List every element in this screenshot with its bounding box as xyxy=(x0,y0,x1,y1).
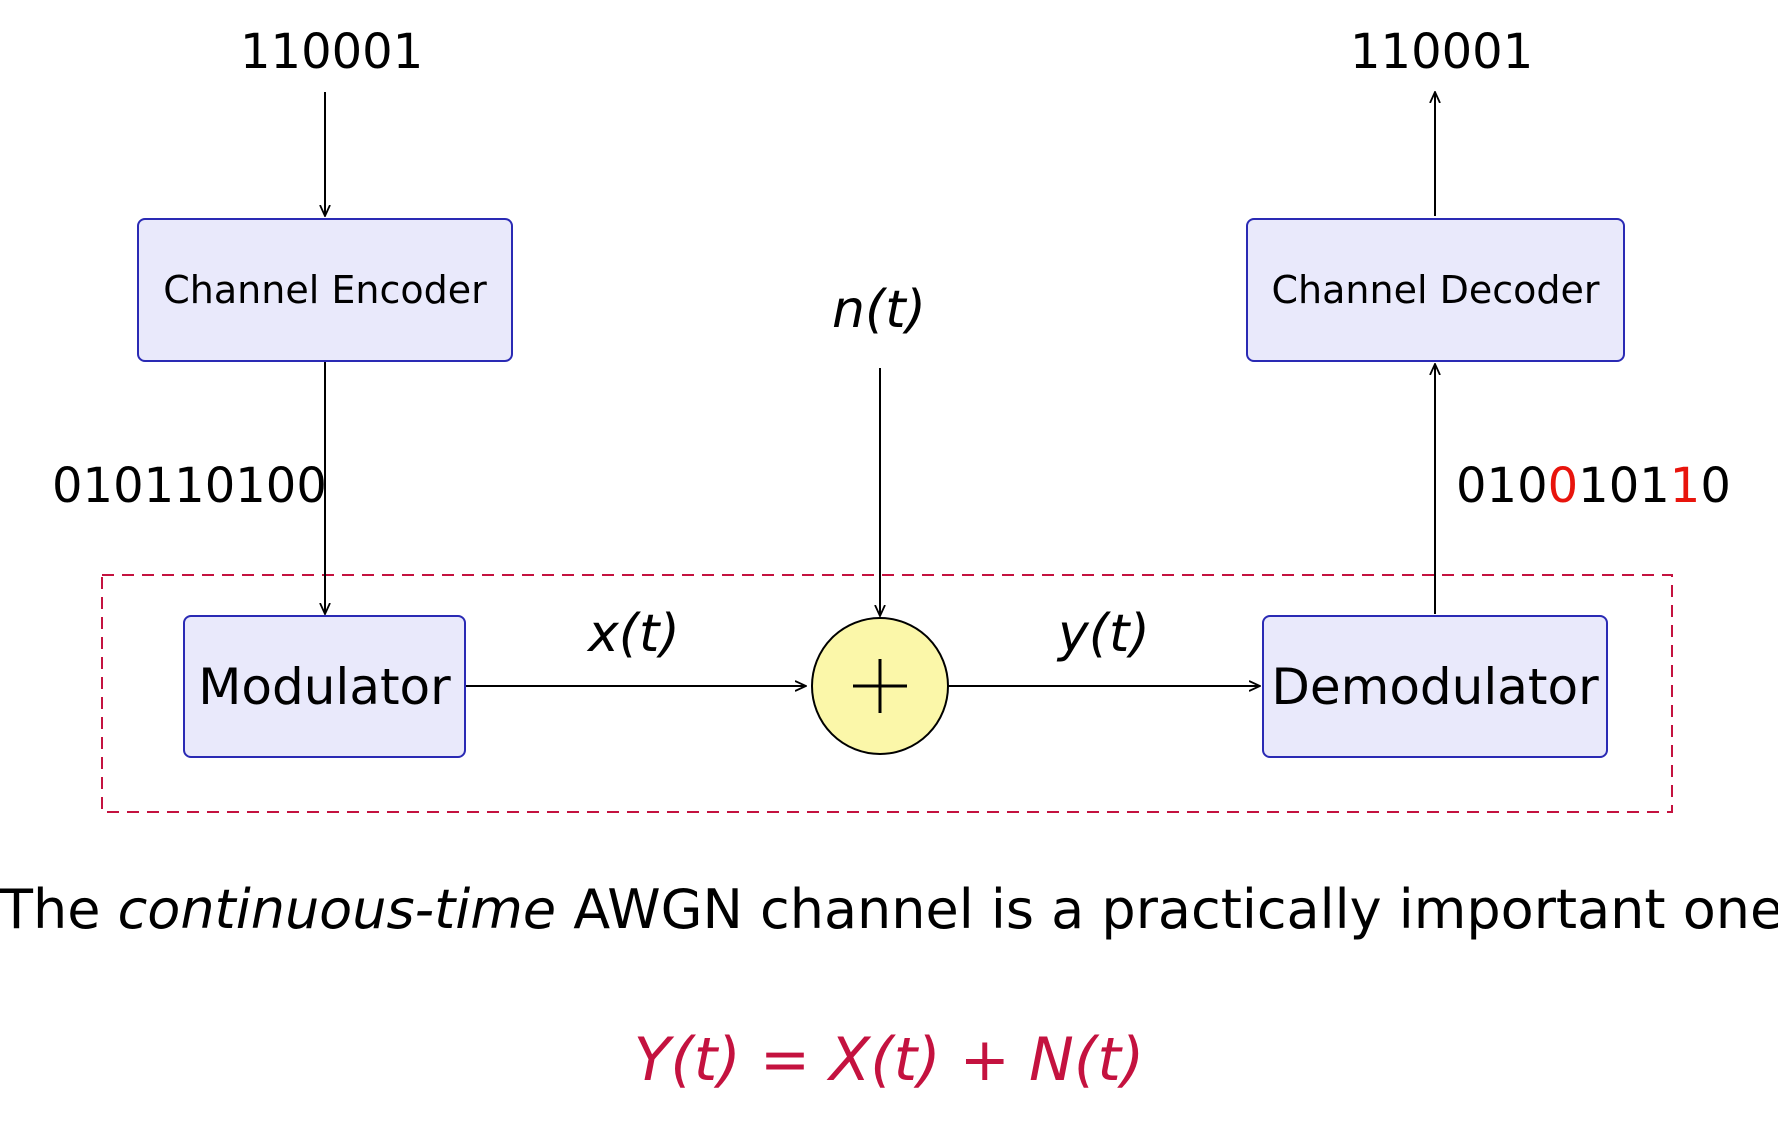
received-bits-error-2: 1 xyxy=(1669,458,1701,514)
caption-before: The xyxy=(0,878,118,941)
received-bits-error-1: 0 xyxy=(1547,458,1579,514)
received-bits-part-2: 101 xyxy=(1578,458,1670,514)
rx-signal-label: y(t) xyxy=(1058,604,1150,664)
received-bits: 010010110 xyxy=(1456,458,1731,514)
caption-emphasis: continuous-time xyxy=(117,878,557,941)
physical-channel-frame xyxy=(101,574,1673,813)
source-bits: 110001 xyxy=(240,24,424,80)
noise-signal-label: n(t) xyxy=(832,280,926,340)
output-bits: 110001 xyxy=(1350,24,1534,80)
received-bits-part-1: 010 xyxy=(1456,458,1548,514)
channel-decoder-block: Channel Decoder xyxy=(1246,218,1625,362)
channel-encoder-block: Channel Encoder xyxy=(137,218,513,362)
modulator-block: Modulator xyxy=(183,615,466,758)
channel-encoder-label: Channel Encoder xyxy=(163,268,487,312)
caption-text: The continuous-time AWGN channel is a pr… xyxy=(0,878,1778,941)
demodulator-block: Demodulator xyxy=(1262,615,1608,758)
received-bits-part-3: 0 xyxy=(1700,458,1731,514)
tx-signal-label: x(t) xyxy=(588,604,680,664)
awgn-equation: Y(t) = X(t) + N(t) xyxy=(633,1025,1145,1095)
encoded-bits: 010110100 xyxy=(52,458,327,514)
demodulator-label: Demodulator xyxy=(1271,657,1599,716)
caption-after: AWGN channel is a practically important … xyxy=(556,878,1778,941)
modulator-label: Modulator xyxy=(198,657,451,716)
channel-decoder-label: Channel Decoder xyxy=(1271,268,1600,312)
